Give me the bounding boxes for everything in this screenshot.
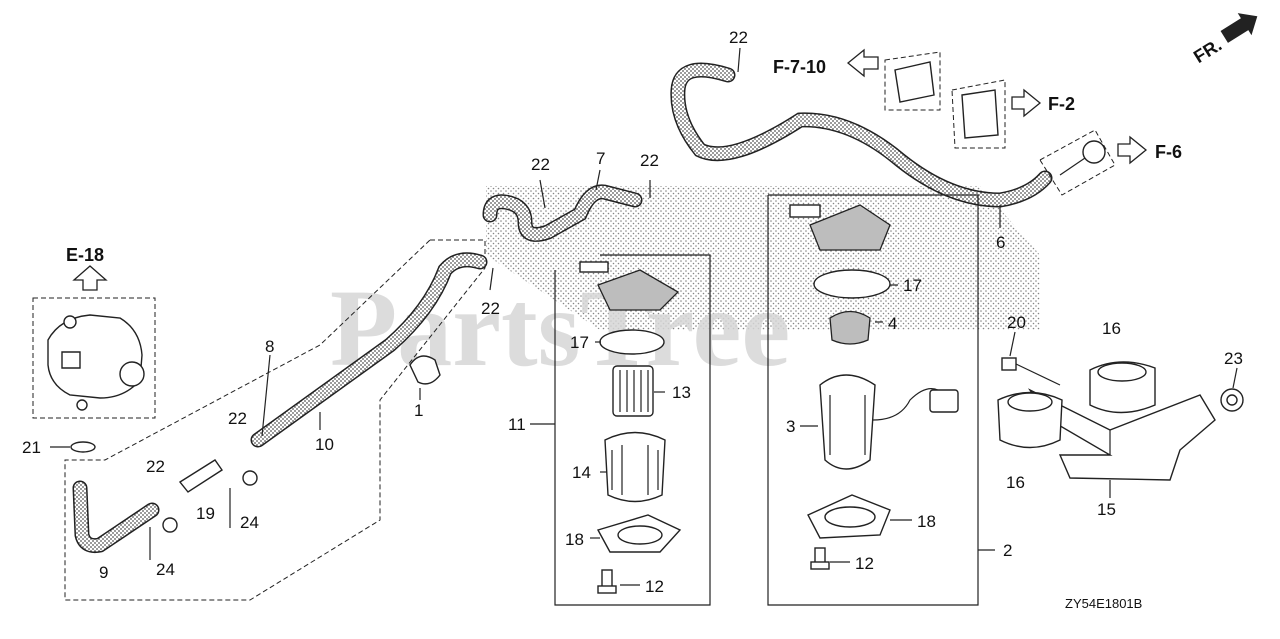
callout-22b[interactable]: 22 [640, 151, 659, 170]
callout-24b[interactable]: 24 [240, 513, 259, 532]
hose-6-fill [671, 64, 1051, 207]
callout-3[interactable]: 3 [786, 417, 795, 436]
clip-f2 [961, 89, 999, 139]
callout-17a[interactable]: 17 [570, 333, 589, 352]
ref-f6[interactable]: F-6 [1155, 142, 1182, 162]
callout-18a[interactable]: 18 [565, 530, 584, 549]
ref-f710[interactable]: F-7-10 [773, 57, 826, 77]
callout-17b[interactable]: 17 [903, 276, 922, 295]
svg-text:FR.: FR. [1190, 35, 1225, 67]
drawing-code: ZY54E1801B [1065, 596, 1142, 611]
callout-22f[interactable]: 22 [146, 457, 165, 476]
band-21 [70, 441, 96, 453]
callout-10[interactable]: 10 [315, 435, 334, 454]
callouts: 1 2 3 4 6 7 8 9 10 11 12 12 13 14 15 16 … [22, 28, 1243, 596]
fitting-f6-stem [1059, 157, 1086, 176]
hose-9-fill [74, 482, 158, 552]
filter-box-2 [767, 194, 979, 606]
callout-4[interactable]: 4 [888, 314, 897, 333]
callout-18b[interactable]: 18 [917, 512, 936, 531]
callout-1[interactable]: 1 [414, 401, 423, 420]
bolt-12a [597, 569, 617, 594]
hose-7-fill [484, 185, 641, 241]
band-16b [997, 391, 1063, 449]
bracket-15 [1027, 388, 1216, 481]
callout-6[interactable]: 6 [996, 233, 1005, 252]
o-ring-17b [813, 269, 891, 299]
callout-24a[interactable]: 24 [156, 560, 175, 579]
callout-16b[interactable]: 16 [1006, 473, 1025, 492]
callout-12b[interactable]: 12 [855, 554, 874, 573]
callout-21[interactable]: 21 [22, 438, 41, 457]
hose-8-fill [252, 253, 486, 446]
arrow-right-f2 [1011, 88, 1042, 118]
callout-9[interactable]: 9 [99, 563, 108, 582]
filter-cover-2 [789, 204, 891, 251]
callout-22d[interactable]: 22 [481, 299, 500, 318]
direction-marker: FR. [1190, 13, 1258, 67]
joint-19 [178, 459, 223, 493]
clamp-1 [409, 355, 441, 385]
ref-f2[interactable]: F-2 [1048, 94, 1075, 114]
pump-box [32, 297, 156, 419]
callout-11[interactable]: 11 [508, 415, 526, 434]
arrow-left-f710 [846, 48, 879, 78]
ref-e18[interactable]: E-18 [66, 245, 104, 265]
float-4 [829, 310, 871, 345]
o-ring-17a [599, 329, 665, 355]
clip-box-f710 [884, 51, 941, 111]
clip-24b [242, 470, 258, 486]
gasket-18b-hole [824, 506, 876, 528]
callout-22e[interactable]: 22 [228, 409, 247, 428]
callout-7[interactable]: 7 [596, 149, 605, 168]
callout-13[interactable]: 13 [672, 383, 691, 402]
clip-f710 [894, 61, 935, 103]
fuel-pump-part [47, 314, 145, 411]
filter-element-13 [612, 365, 654, 417]
callout-12a[interactable]: 12 [645, 577, 664, 596]
clip-24a [162, 517, 178, 533]
leaders [50, 47, 1238, 586]
bolt-12b [810, 547, 830, 570]
water-separator-3 [819, 374, 959, 470]
arrow-up-e18 [72, 265, 108, 291]
callout-20[interactable]: 20 [1007, 313, 1026, 332]
callout-16a[interactable]: 16 [1102, 319, 1121, 338]
callout-14[interactable]: 14 [572, 463, 591, 482]
callout-22c[interactable]: 22 [729, 28, 748, 47]
fitting-box-f6 [1039, 129, 1116, 196]
filter-cup-14 [604, 431, 666, 503]
callout-15[interactable]: 15 [1097, 500, 1116, 519]
gasket-18a-hole [617, 525, 663, 545]
nut-23 [1220, 388, 1244, 412]
arrow-right-f6 [1117, 135, 1148, 165]
filter-cover-11 [579, 261, 680, 311]
callout-8[interactable]: 8 [265, 337, 274, 356]
callout-22a[interactable]: 22 [531, 155, 550, 174]
filter-box-11 [554, 254, 711, 606]
callout-19[interactable]: 19 [196, 504, 215, 523]
callout-2[interactable]: 2 [1003, 541, 1012, 560]
fitting-f6-ring [1082, 140, 1106, 164]
clip-box-f2 [951, 79, 1006, 149]
band-16a [1089, 361, 1156, 414]
callout-23[interactable]: 23 [1224, 349, 1243, 368]
bolt-20 [1001, 357, 1061, 386]
